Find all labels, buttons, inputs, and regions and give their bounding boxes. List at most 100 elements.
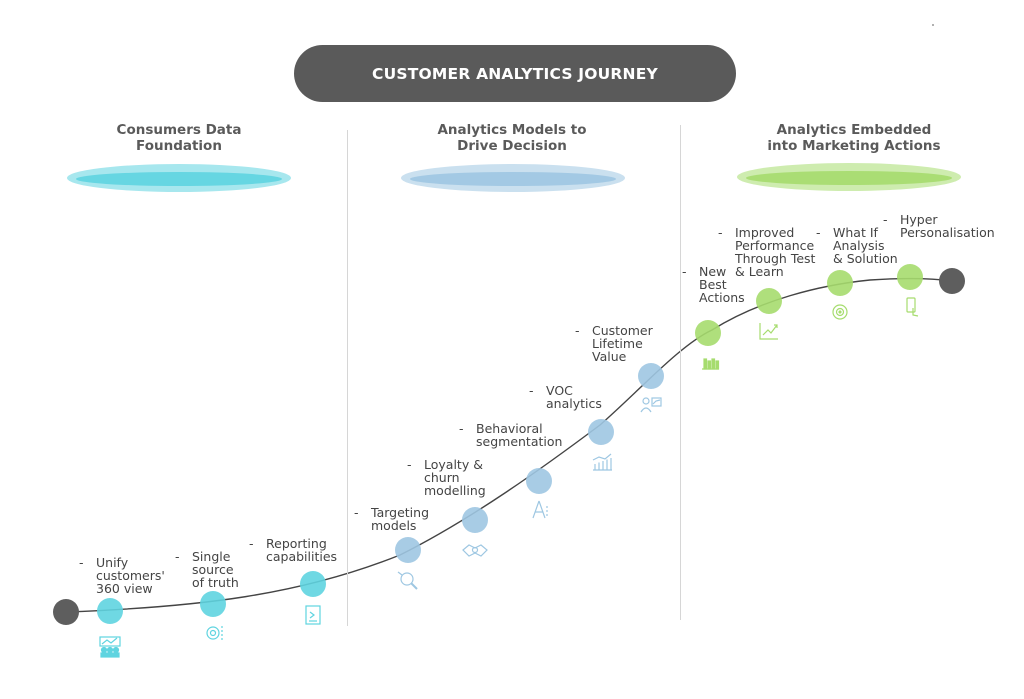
phase-title-line: Drive Decision (457, 138, 567, 154)
step-label-line: Hyper (900, 212, 938, 227)
step-label-line: models (371, 518, 417, 533)
segmentation-icon (532, 500, 548, 519)
magnifier-target-icon (397, 571, 418, 590)
step-label-line: Targeting (371, 505, 430, 520)
phase-divider-2 (680, 125, 681, 620)
step-label-line: & Solution (833, 251, 898, 266)
target-gear-icon (832, 304, 848, 320)
step-label-line: Loyalty & (424, 457, 483, 472)
handshake-icon (462, 544, 488, 557)
journey-node-9 (695, 320, 721, 346)
database-target-icon (206, 626, 223, 640)
journey-node-10 (756, 288, 782, 314)
phase-title-line: Foundation (136, 138, 222, 154)
step-label-line: New (699, 264, 727, 279)
bullet-dash: - (175, 549, 180, 564)
step-label-line: Behavioral (476, 421, 543, 436)
journey-node-8 (638, 363, 664, 389)
step-label-line: What If (833, 225, 878, 240)
step-label-line: Improved (735, 225, 795, 240)
step-label-line: Best (699, 277, 727, 292)
journey-node-3 (300, 571, 326, 597)
step-label-line: Actions (699, 290, 745, 305)
step-label-line: Analysis (833, 238, 885, 253)
phase-title-line: Analytics Embedded (776, 122, 932, 138)
team-chart-icon (99, 636, 121, 658)
phase-title-foundation: Consumers Data Foundation (49, 122, 309, 154)
step-label-line: analytics (546, 396, 602, 411)
mobile-touch-icon (906, 297, 919, 317)
journey-node-1 (97, 598, 123, 624)
step-label-line: source (192, 562, 234, 577)
step-label-line: Customer (592, 323, 653, 338)
journey-node-4 (395, 537, 421, 563)
step-label-line: capabilities (266, 549, 338, 564)
bullet-dash: - (718, 225, 723, 240)
step-label-line: churn (424, 470, 460, 485)
journey-node-2 (200, 591, 226, 617)
step-label-line: 360 view (96, 581, 153, 596)
phase-title-line: Consumers Data (116, 122, 242, 138)
phase-title-embedded: Analytics Embedded into Marketing Action… (724, 122, 984, 154)
step-label-line: Personalisation (900, 225, 995, 240)
journey-node-6 (526, 468, 552, 494)
bullet-dash: - (354, 505, 359, 520)
bullet-dash: - (459, 421, 464, 436)
step-label-line: Lifetime (592, 336, 643, 351)
bars-icon (702, 358, 720, 370)
bullet-dash: - (249, 536, 254, 551)
step-label-line: customers' (96, 568, 165, 583)
bullet-dash: - (529, 383, 534, 398)
step-label-line: of truth (192, 575, 239, 590)
phase-title-models: Analytics Models to Drive Decision (382, 122, 642, 154)
phase-title-line: into Marketing Actions (767, 138, 941, 154)
bullet-dash: - (407, 457, 412, 472)
journey-node-11 (827, 270, 853, 296)
step-label-line: Performance (735, 238, 815, 253)
journey-node-12 (897, 264, 923, 290)
step-label-line: segmentation (476, 434, 563, 449)
step-label-line: Value (592, 349, 627, 364)
step-label-line: VOC (546, 383, 573, 398)
step-label-line: Reporting (266, 536, 327, 551)
bullet-dash: - (79, 555, 84, 570)
journey-start-node (53, 599, 79, 625)
diagram-title: CUSTOMER ANALYTICS JOURNEY (294, 45, 736, 102)
phase-title-line: Analytics Models to (437, 122, 587, 138)
journey-node-7 (588, 419, 614, 445)
step-label-line: & Learn (735, 264, 784, 279)
step-label-line: modelling (424, 483, 486, 498)
phase-lens-1 (67, 164, 291, 192)
journey-end-node (939, 268, 965, 294)
step-label-line: Unify (96, 555, 129, 570)
phase-divider-1 (347, 130, 348, 626)
phase-lens-3 (737, 163, 961, 191)
bullet-dash: - (682, 264, 687, 279)
step-label-line: Single (192, 549, 231, 564)
person-chart-icon (640, 397, 662, 413)
bullet-dash: - (575, 323, 580, 338)
growth-chart-icon (759, 323, 778, 340)
step-label-line: Through Test (735, 251, 816, 266)
journey-node-5 (462, 507, 488, 533)
bullet-dash: - (816, 225, 821, 240)
report-document-icon (305, 605, 321, 625)
bullet-dash: - (883, 212, 888, 227)
corner-dot (932, 24, 934, 26)
phase-lens-2 (401, 164, 625, 192)
bar-chart-icon (592, 453, 612, 471)
